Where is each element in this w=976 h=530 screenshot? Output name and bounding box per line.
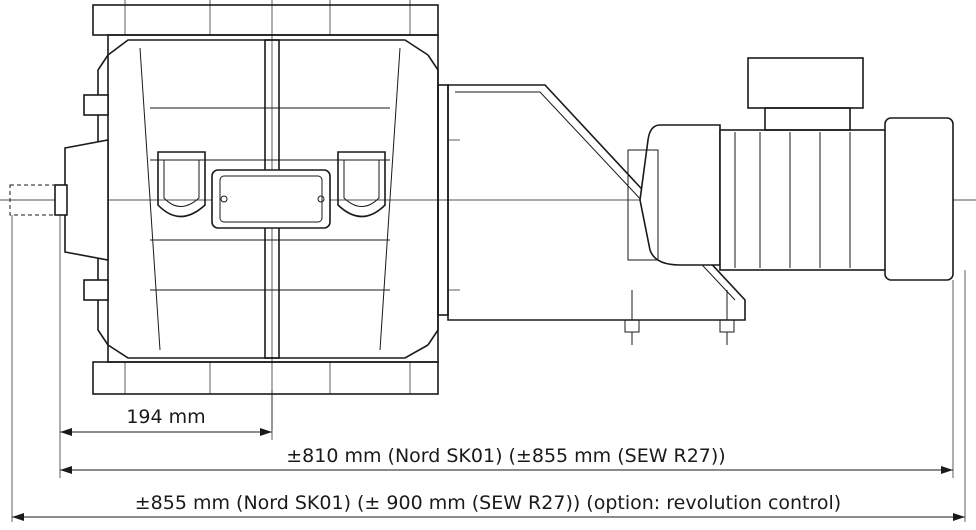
dim-label-855: ±855 mm (Nord SK01) (± 900 mm (SEW R27))… (135, 492, 841, 514)
pocket-left (157, 151, 206, 218)
dim-label-810: ±810 mm (Nord SK01) (±855 mm (SEW R27)) (286, 445, 725, 467)
inspection-plate (211, 169, 331, 229)
motor-fan-cover (884, 117, 954, 281)
valve-housing (92, 0, 439, 430)
bearing-housing (9, 94, 109, 301)
dim-label-194: 194 mm (126, 406, 205, 428)
dimension-lines (12, 428, 965, 521)
pocket-right (337, 151, 386, 218)
drive-unit (437, 57, 954, 345)
shaft-option (9, 184, 56, 216)
motor-body (719, 129, 896, 271)
motor-bracket (447, 84, 746, 321)
foot-bolts (624, 290, 735, 345)
bottom-flange (92, 361, 439, 395)
terminal-box (747, 57, 864, 109)
top-flange (92, 4, 439, 36)
gear-reducer (639, 124, 721, 266)
